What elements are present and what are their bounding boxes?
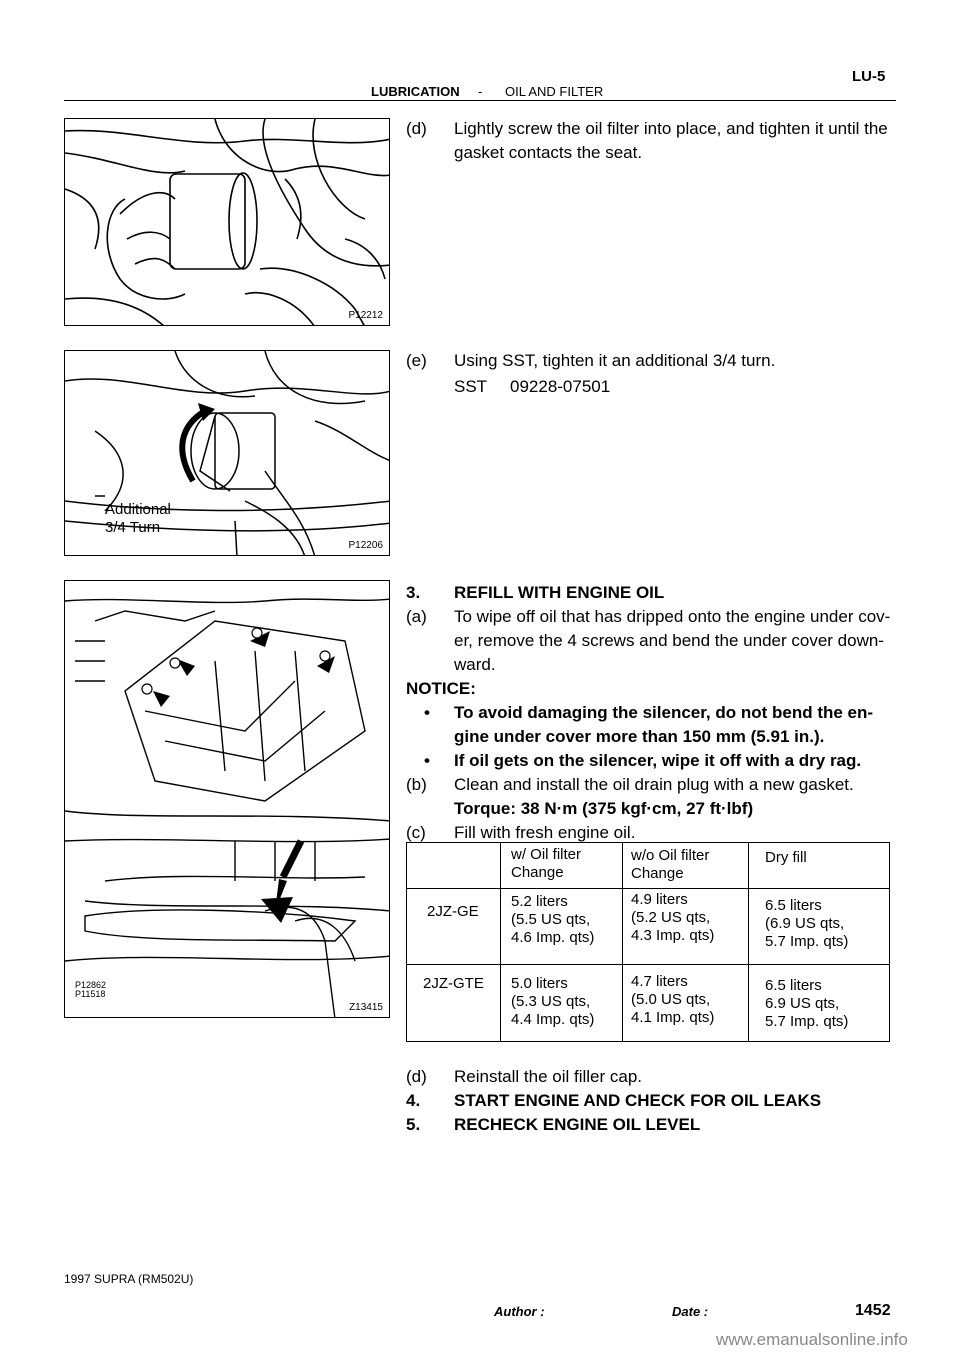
step-4-label: 4. xyxy=(406,1091,421,1110)
torque-spec: Torque: 38 N·m (375 kgf·cm, 27 ft·lbf) xyxy=(454,799,754,818)
step-e-label: (e) xyxy=(406,351,427,370)
callout-additional: Additional xyxy=(105,501,171,518)
step-d1-line2: gasket contacts the seat. xyxy=(454,143,643,162)
table-cell-dry-fill: 6.5 liters (6.9 US qts, 5.7 Imp. qts) xyxy=(765,897,849,950)
table-header-without-filter: w/o Oil filter Change xyxy=(631,847,710,882)
notice-b1-line1: To avoid damaging the silencer, do not b… xyxy=(454,703,874,722)
table-cell-with-filter: 5.2 liters (5.5 US qts, 4.6 Imp. qts) xyxy=(511,893,595,946)
table-rule xyxy=(407,964,889,965)
table-rule xyxy=(407,888,889,889)
notice-bullet-2: • xyxy=(424,751,430,770)
step-c-line1: Fill with fresh engine oil. xyxy=(454,823,636,842)
step-5-title: RECHECK ENGINE OIL LEVEL xyxy=(454,1115,701,1134)
oil-filter-install-illustration xyxy=(65,119,389,325)
step-a-line2: er, remove the 4 screws and bend the und… xyxy=(454,631,884,650)
table-cell-without-filter: 4.7 liters (5.0 US qts, 4.1 Imp. qts) xyxy=(631,973,715,1026)
step-d2-label: (d) xyxy=(406,1067,427,1086)
figure-code-p12212: P12212 xyxy=(348,310,383,321)
figure-code-z13415: Z13415 xyxy=(349,1002,383,1013)
figure-code-p12206: P12206 xyxy=(348,540,383,551)
sst-tighten-illustration xyxy=(65,351,389,555)
footer-model: 1997 SUPRA (RM502U) xyxy=(64,1272,194,1286)
notice-b2: If oil gets on the silencer, wipe it off… xyxy=(454,751,862,770)
table-header-with-filter: w/ Oil filter Change xyxy=(511,846,582,881)
step-4-title: START ENGINE AND CHECK FOR OIL LEAKS xyxy=(454,1091,822,1110)
callout-turn: 3/4 Turn xyxy=(105,519,161,536)
table-cell-without-filter: 4.9 liters (5.2 US qts, 4.3 Imp. qts) xyxy=(631,891,715,944)
table-cell-dry-fill: 6.5 liters 6.9 US qts, 5.7 Imp. qts) xyxy=(765,977,849,1030)
figure-sst-tighten: Additional 3/4 Turn P12206 xyxy=(64,350,390,556)
step-e-line1: Using SST, tighten it an additional 3/4 … xyxy=(454,351,776,370)
table-rule xyxy=(748,843,749,1041)
step-a-line1: To wipe off oil that has dripped onto th… xyxy=(454,607,891,626)
step-a-label: (a) xyxy=(406,607,427,626)
oil-capacity-table: w/ Oil filter Change w/o Oil filter Chan… xyxy=(406,842,890,1042)
notice-b1-line2: gine under cover more than 150 mm (5.91 … xyxy=(454,727,825,746)
step-5-label: 5. xyxy=(406,1115,421,1134)
table-rule xyxy=(622,843,623,1041)
figure-oil-filter-install: P12212 xyxy=(64,118,390,326)
header-separator: - xyxy=(478,84,483,99)
table-rule xyxy=(500,843,501,1041)
footer-date-label: Date : xyxy=(672,1304,709,1319)
page-code: LU-5 xyxy=(852,68,886,85)
table-row-engine: 2JZ-GE xyxy=(427,903,479,920)
step-a-line3: ward. xyxy=(454,655,496,674)
watermark: www.emanualsonline.info xyxy=(716,1330,908,1349)
figure-ref-code-2: P11518 xyxy=(75,989,106,999)
notice-title: NOTICE: xyxy=(406,679,476,698)
step-3-label: 3. xyxy=(406,583,421,602)
step-d2-line1: Reinstall the oil filler cap. xyxy=(454,1067,643,1086)
step-d1-line1: Lightly screw the oil filter into place,… xyxy=(454,119,888,138)
figure-ref-code-1: P12862 xyxy=(75,980,107,990)
table-row-engine: 2JZ-GTE xyxy=(423,975,484,992)
step-b-label: (b) xyxy=(406,775,427,794)
footer-page-number: 1452 xyxy=(855,1302,891,1319)
figure-under-cover: P12862 P11518 Z13415 xyxy=(64,580,390,1018)
step-b-line1: Clean and install the oil drain plug wit… xyxy=(454,775,854,794)
header-section: LUBRICATION xyxy=(371,84,460,99)
table-cell-with-filter: 5.0 liters (5.3 US qts, 4.4 Imp. qts) xyxy=(511,975,595,1028)
step-c-label: (c) xyxy=(406,823,426,842)
sst-label: SST xyxy=(454,377,488,396)
header-subsection: OIL AND FILTER xyxy=(505,84,604,99)
table-header-dry-fill: Dry fill xyxy=(765,849,807,866)
header-rule xyxy=(64,100,896,101)
under-cover-illustration xyxy=(65,598,389,1017)
sst-number: 09228-07501 xyxy=(510,377,611,396)
notice-bullet-1: • xyxy=(424,703,430,722)
footer-author-label: Author : xyxy=(494,1304,545,1319)
step-3-title: REFILL WITH ENGINE OIL xyxy=(454,583,665,602)
step-d1-label: (d) xyxy=(406,119,427,138)
